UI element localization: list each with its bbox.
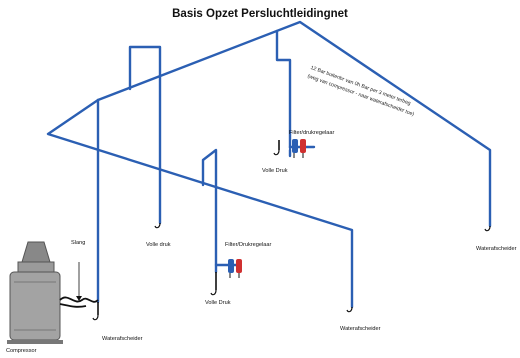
hook-volle-druk-3 [210, 289, 217, 296]
hook-waterafscheider-3 [484, 225, 491, 232]
hook-waterafscheider-1 [92, 314, 99, 321]
filter-regulator-icon [292, 139, 306, 158]
label-filter-2: Filter/Drukregelaar [225, 242, 272, 248]
label-filter-1: Filter/drukregelaar [289, 130, 335, 136]
label-waterafscheider-2: Waterafscheider [340, 326, 381, 332]
compressor-icon [7, 241, 63, 344]
hose [59, 262, 99, 308]
main-ring-pipe [46, 20, 492, 309]
drop-hooks [92, 149, 491, 321]
drop-pipe-volle-druk-1 [128, 45, 162, 225]
drop-pipe-volle-druk-3 [201, 148, 218, 274]
drop-pipe-volle-druk-2 [275, 29, 292, 150]
label-volle-druk-3: Volle Druk [205, 300, 231, 306]
filter-regulator-icon [228, 259, 242, 278]
label-compressor: Compressor [6, 348, 37, 354]
label-slang: Slang [71, 240, 86, 246]
hook-volle-druk-2 [273, 149, 280, 156]
hook-waterafscheider-2 [346, 306, 353, 313]
label-waterafscheider-1: Waterafscheider [102, 336, 143, 342]
hook-volle-druk-1 [154, 222, 161, 229]
label-waterafscheider-3: Waterafscheider [476, 246, 517, 252]
label-volle-druk-2: Volle Druk [262, 168, 288, 174]
drop-ends [97, 140, 280, 315]
page-title: Basis Opzet Persluchtleidingnet [172, 8, 348, 20]
label-volle-druk-1: Volle druk [146, 242, 171, 248]
